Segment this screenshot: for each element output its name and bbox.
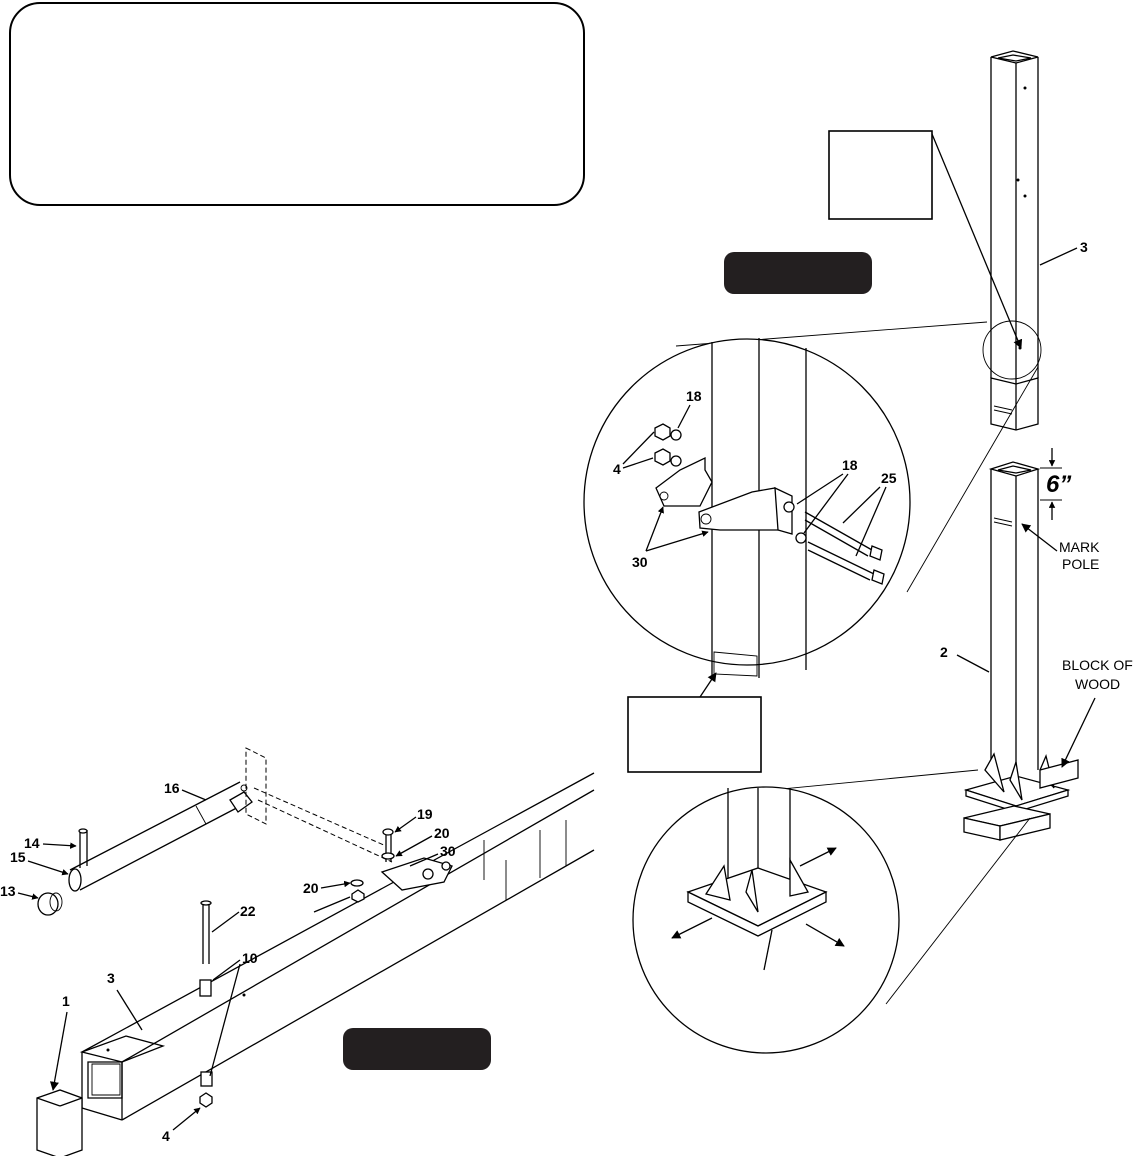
block-of-wood-line1: BLOCK OF [1062,657,1133,673]
callout-2: 2 [940,644,948,660]
lower-pole [963,461,1079,841]
callout-4-bracket: 4 [613,461,621,477]
callout-18-lower: 18 [842,457,858,473]
callout-1: 1 [62,993,70,1009]
callout-13: 13 [0,883,16,899]
instruction-box [9,2,585,206]
callout-3-upper: 3 [1080,239,1088,255]
callout-14: 14 [24,835,40,851]
callout-19: 19 [417,806,433,822]
callout-4-lower: 4 [162,1128,170,1144]
callout-10: 10 [242,950,258,966]
dimension-label: 6” [1046,471,1071,498]
detail-circle-baseplate [632,786,900,1054]
callout-20-lower: 20 [303,880,319,896]
lower-left-assembly [36,747,595,1156]
mark-pole-line1: MARK [1059,539,1100,555]
callout-30-bracket: 30 [632,554,648,570]
detail-box-lower [627,696,762,773]
callout-18-upper: 18 [686,388,702,404]
magnify-ring-upper [982,320,1042,380]
callout-16: 16 [164,780,180,796]
detail-circle-bracket [583,338,911,678]
callout-20-upper: 20 [434,825,450,841]
step-label-upper [724,252,872,294]
detail-box-lower-leader [699,672,717,698]
callout-22: 22 [240,903,256,919]
step-label-lower [343,1028,491,1070]
detail-box-upper-leader [931,133,1023,349]
mark-pole-line2: POLE [1062,556,1099,572]
leader-2 [956,654,990,673]
callout-15: 15 [10,849,26,865]
callout-25: 25 [881,470,897,486]
block-of-wood-line2: WOOD [1075,676,1120,692]
detail-box-upper [828,130,933,220]
leader-3-upper [1039,247,1078,266]
callout-30-tube: 30 [440,843,456,859]
upper-pole [990,50,1039,431]
callout-3-lower: 3 [107,970,115,986]
